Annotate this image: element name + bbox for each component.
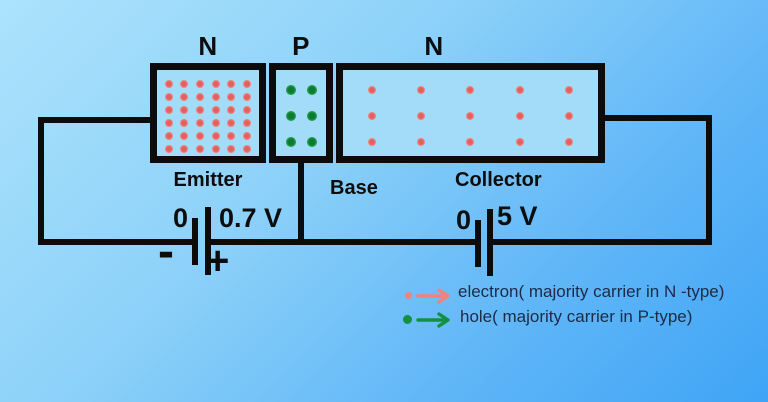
electron-dot xyxy=(243,79,252,88)
hole-dot xyxy=(285,137,296,147)
battery1-plus-sign: + xyxy=(206,239,230,283)
base-wire-vertical xyxy=(298,160,304,245)
battery1-positive-plate xyxy=(205,207,211,275)
right-wire-vertical xyxy=(706,115,712,245)
electron-dot xyxy=(180,92,189,101)
hole-dot xyxy=(403,315,412,324)
electron-dot xyxy=(565,138,574,146)
hole-dot xyxy=(306,111,317,121)
electron-dot xyxy=(180,79,189,88)
electron-dot xyxy=(196,79,205,88)
electron-dot xyxy=(515,86,524,94)
collector-type-label: N xyxy=(424,31,444,61)
hole-dot xyxy=(306,137,317,147)
battery1-right-value: 0.7 V xyxy=(219,203,283,233)
electron-dot xyxy=(243,144,252,153)
electron-dot xyxy=(367,112,376,120)
left-wire-vertical xyxy=(38,117,44,245)
electron-dot xyxy=(180,131,189,140)
collector-region-box xyxy=(336,63,605,163)
electron-dot xyxy=(196,92,205,101)
electron-dot xyxy=(243,118,252,127)
electron-dot xyxy=(515,138,524,146)
electron-dot xyxy=(466,112,475,120)
bottom-wire-right xyxy=(493,239,712,245)
electron-dot xyxy=(164,144,173,153)
collector-wire-horizontal xyxy=(605,115,712,121)
electron-dot xyxy=(243,92,252,101)
electron-dot xyxy=(466,138,475,146)
bottom-wire-middle xyxy=(211,239,475,245)
electron-dot xyxy=(211,105,220,114)
battery2-right-value: 5 V xyxy=(497,201,538,231)
hole-arrow-icon xyxy=(416,312,450,328)
hole-dot xyxy=(306,85,317,95)
collector-dots-grid xyxy=(343,70,598,156)
electron-dot xyxy=(227,118,236,127)
emitter-wire-horizontal xyxy=(38,117,150,123)
electron-dot xyxy=(211,79,220,88)
electron-dot xyxy=(196,105,205,114)
electron-dot xyxy=(164,118,173,127)
electron-dot xyxy=(466,86,475,94)
electron-dot xyxy=(180,105,189,114)
battery2-negative-plate xyxy=(475,220,481,267)
base-type-label: P xyxy=(292,31,310,61)
emitter-type-label: N xyxy=(198,31,218,61)
bottom-wire-left xyxy=(38,239,192,245)
electron-dot xyxy=(211,92,220,101)
battery2-left-value: 0 xyxy=(455,205,471,235)
electron-dot xyxy=(367,86,376,94)
electron-dot xyxy=(565,112,574,120)
hole-legend-label: hole( majority carrier in P-type) xyxy=(460,307,693,326)
electron-dot xyxy=(243,105,252,114)
base-region-box xyxy=(269,63,333,163)
electron-dot xyxy=(196,131,205,140)
electron-dot xyxy=(227,105,236,114)
electron-dot xyxy=(565,86,574,94)
electron-dot xyxy=(211,118,220,127)
electron-dot xyxy=(227,131,236,140)
electron-dot xyxy=(164,131,173,140)
electron-dot xyxy=(515,112,524,120)
emitter-region-box xyxy=(150,63,266,163)
battery1-minus-sign: - xyxy=(158,225,174,278)
hole-dot xyxy=(285,85,296,95)
battery1-negative-plate xyxy=(192,218,198,265)
electron-dot xyxy=(164,105,173,114)
electron-legend-label: electron( majority carrier in N -type) xyxy=(458,282,725,301)
collector-name-label: Collector xyxy=(455,169,542,191)
electron-dot xyxy=(417,138,426,146)
emitter-dots-grid xyxy=(157,70,259,156)
electron-dot xyxy=(164,92,173,101)
electron-dot xyxy=(164,79,173,88)
emitter-name-label: Emitter xyxy=(173,169,243,191)
electron-dot xyxy=(180,144,189,153)
electron-dot xyxy=(211,131,220,140)
electron-dot xyxy=(196,118,205,127)
battery1-left-value: 0 xyxy=(172,203,188,233)
electron-dot xyxy=(227,92,236,101)
base-name-label: Base xyxy=(330,177,378,199)
base-dots-grid xyxy=(276,70,326,156)
electron-dot xyxy=(180,118,189,127)
electron-dot xyxy=(227,79,236,88)
electron-dot xyxy=(211,144,220,153)
electron-dot xyxy=(196,144,205,153)
electron-dot xyxy=(417,86,426,94)
electron-arrow-icon xyxy=(416,288,450,304)
battery2-positive-plate xyxy=(487,209,493,276)
electron-dot xyxy=(227,144,236,153)
electron-dot xyxy=(417,112,426,120)
hole-dot xyxy=(285,111,296,121)
electron-dot xyxy=(367,138,376,146)
electron-dot xyxy=(243,131,252,140)
electron-dot xyxy=(405,292,412,299)
